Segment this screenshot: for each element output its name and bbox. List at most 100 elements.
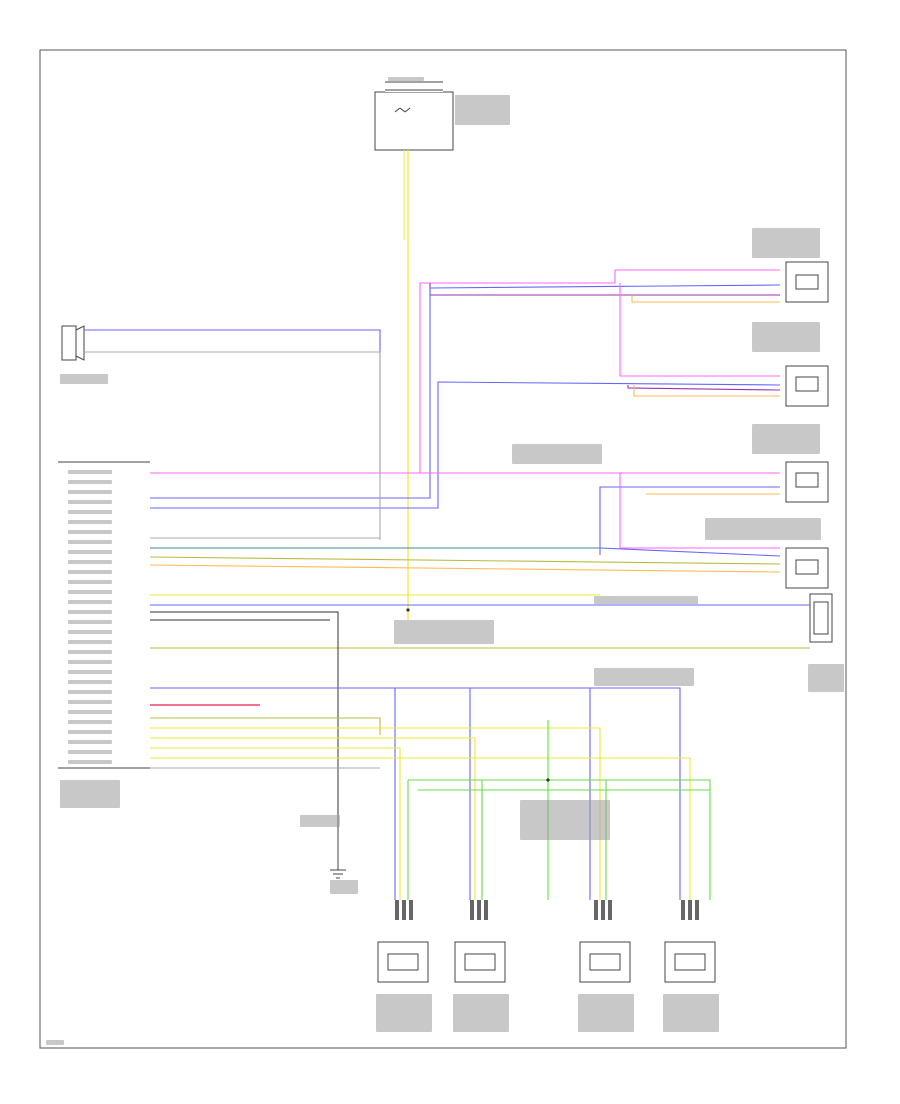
wire-black-1: [150, 611, 339, 828]
wire-fl-outer-blue: [599, 486, 780, 555]
module-pin-name: [68, 700, 112, 704]
front-inner-right-sensor: [785, 365, 829, 407]
wire-fr-inner-purple: [627, 385, 781, 391]
front-speaker: [61, 325, 85, 361]
fuse-box-top: [374, 81, 454, 151]
wire-fl-inner-pink: [619, 473, 780, 549]
module-pin-name: [68, 510, 112, 514]
rear-4-label: [663, 994, 719, 1032]
wire-rear-green: [408, 779, 711, 900]
module-pin-name: [68, 680, 112, 684]
module-pin-name: [68, 630, 112, 634]
module-pin-name: [68, 760, 112, 764]
rear-connector-pin: [409, 900, 413, 920]
module-label: [60, 780, 120, 808]
harness-label: [512, 444, 602, 464]
module-pin-name: [68, 660, 112, 664]
module-pin-name: [68, 550, 112, 554]
rear-sensor-2: [454, 941, 506, 983]
front-outer-right-sensor: [785, 261, 829, 303]
ground-symbol: [330, 828, 346, 879]
right-label-2: [752, 322, 820, 352]
label-layer: [46, 77, 844, 1045]
g-label: [330, 880, 358, 894]
wire-fr-inner-blue: [150, 381, 781, 509]
splice-fuse: [406, 608, 410, 612]
switch-label: [808, 664, 844, 692]
module-pin-name: [68, 650, 112, 654]
rear-connector-pin: [470, 900, 474, 920]
wire-rear-blue: [150, 687, 591, 900]
wire-speaker-gray: [84, 351, 381, 540]
front-outer-left-sensor: [785, 461, 829, 503]
wire-fr-outer-purple: [429, 283, 780, 296]
module-pin-name: [68, 480, 112, 484]
rear-connector-pin: [695, 900, 699, 920]
wire-fl-inner-blue: [150, 547, 781, 557]
wire-fr-inner-pink: [619, 283, 780, 377]
module-left-bracket: [58, 461, 150, 769]
connector-label: [394, 620, 494, 644]
fuse-label: [388, 77, 424, 81]
module-pin-name: [68, 640, 112, 644]
wire-rear-y5: [150, 757, 691, 900]
speaker-label: [60, 374, 108, 384]
module-pin-name: [68, 500, 112, 504]
module-pin-name: [68, 720, 112, 724]
ground-label: [300, 815, 340, 827]
rear-connector-pin: [681, 900, 685, 920]
wire-fr-outer-yellow: [631, 295, 780, 303]
fuse-note: [455, 95, 510, 125]
wire-rear-y4: [150, 747, 401, 900]
module-pin-name: [68, 620, 112, 624]
module-pin-name: [68, 560, 112, 564]
splice-rear: [546, 778, 550, 782]
front-inner-left-sensor: [785, 547, 829, 589]
module-pin-name: [68, 670, 112, 674]
module-pin-name: [68, 520, 112, 524]
module-pin-name: [68, 610, 112, 614]
harness-label-2: [594, 596, 698, 604]
rear-connector-pin: [402, 900, 406, 920]
rear-1-label: [376, 994, 432, 1032]
rear-connector-pin: [688, 900, 692, 920]
wire-rear-y3: [150, 737, 476, 900]
parking-aid-switch: [809, 593, 833, 643]
module-pin-name: [68, 730, 112, 734]
module-pin-name: [68, 590, 112, 594]
module-pin-name: [68, 580, 112, 584]
rear-connector-pin: [594, 900, 598, 920]
module-pin-name: [68, 750, 112, 754]
wire-fr-outer-pink: [150, 269, 780, 474]
wire-rear-blue-d: [590, 687, 681, 900]
wire-layer: [84, 150, 810, 900]
rear-harness-label: [594, 668, 694, 686]
rear-sensor-3: [579, 941, 631, 983]
module-pin-name: [68, 690, 112, 694]
wire-fl-inner-olive: [149, 556, 781, 565]
wire-rear-y2: [150, 727, 601, 900]
right-label-1: [752, 228, 820, 258]
footer-code: [46, 1040, 64, 1045]
wire-fr-inner-yellow: [633, 385, 780, 397]
module-pin-name: [68, 600, 112, 604]
splice-label: [520, 800, 610, 840]
diagram-frame: [39, 49, 847, 1049]
rear-connector-pin: [601, 900, 605, 920]
module-pin-name: [68, 570, 112, 574]
rear-sensor-4: [664, 941, 716, 983]
wire-fr-outer-blue: [150, 284, 781, 499]
module-pin-name: [68, 740, 112, 744]
wire-rear-y1: [150, 717, 381, 735]
rear-2-label: [453, 994, 509, 1032]
right-label-4: [705, 518, 821, 540]
module-pin-name: [68, 490, 112, 494]
right-label-3: [752, 424, 820, 454]
rear-connector-pin: [477, 900, 481, 920]
rear-sensor-1: [377, 941, 429, 983]
module-pin-name: [68, 530, 112, 534]
module-pin-name: [68, 470, 112, 474]
rear-connector-pin: [484, 900, 488, 920]
module-pin-name: [68, 710, 112, 714]
